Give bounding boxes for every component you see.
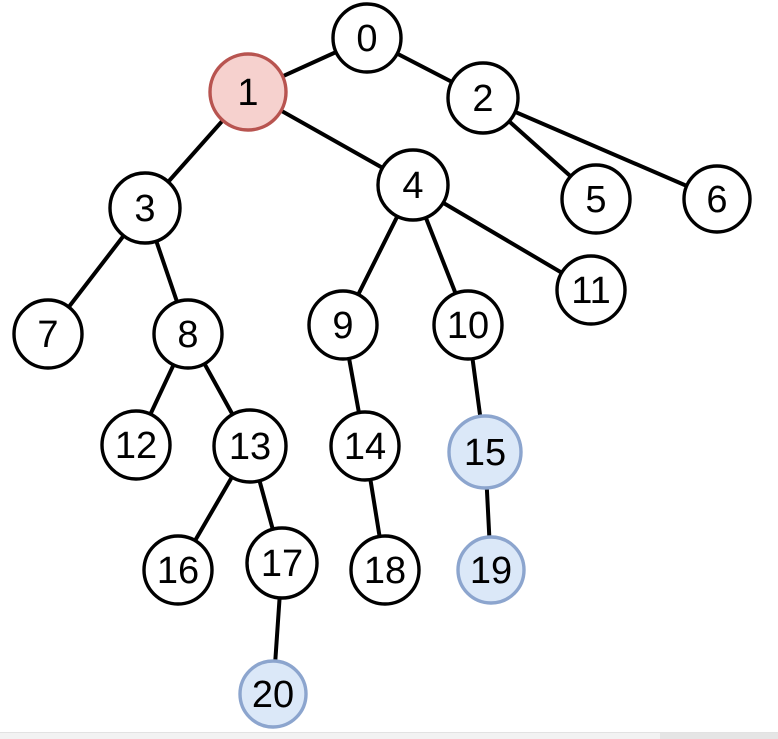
- tree-node-5[interactable]: 5: [560, 163, 632, 235]
- tree-node-label-2: 2: [472, 78, 493, 120]
- tree-node-circle-19[interactable]: [456, 535, 526, 605]
- tree-node-7[interactable]: 7: [12, 298, 84, 370]
- tree-node-label-8: 8: [177, 314, 198, 356]
- tree-node-label-3: 3: [134, 188, 155, 230]
- tree-node-circle-4[interactable]: [376, 148, 450, 222]
- tree-node-circle-20[interactable]: [238, 659, 308, 729]
- tree-node-label-12: 12: [115, 425, 157, 467]
- tree-node-16[interactable]: 16: [142, 534, 214, 606]
- tree-node-circle-12[interactable]: [100, 409, 172, 481]
- tree-node-circle-16[interactable]: [142, 534, 214, 606]
- tree-node-label-4: 4: [402, 165, 423, 207]
- tree-node-0[interactable]: 0: [331, 2, 403, 74]
- tree-node-label-7: 7: [37, 314, 58, 356]
- tree-node-label-20: 20: [252, 674, 294, 716]
- tree-node-label-10: 10: [447, 305, 489, 347]
- tree-node-label-17: 17: [261, 543, 303, 585]
- tree-node-label-6: 6: [706, 179, 727, 221]
- tree-node-circle-10[interactable]: [432, 289, 504, 361]
- tree-node-circle-7[interactable]: [12, 298, 84, 370]
- tree-node-15[interactable]: 15: [447, 414, 523, 490]
- tree-node-11[interactable]: 11: [555, 254, 627, 326]
- tree-node-2[interactable]: 2: [446, 61, 520, 135]
- tree-node-circle-14[interactable]: [329, 410, 401, 482]
- tree-node-20[interactable]: 20: [238, 659, 308, 729]
- tree-node-18[interactable]: 18: [349, 534, 421, 606]
- tree-node-17[interactable]: 17: [245, 526, 319, 600]
- tree-node-circle-13[interactable]: [212, 408, 288, 484]
- tree-node-label-0: 0: [356, 18, 377, 60]
- tree-node-19[interactable]: 19: [456, 535, 526, 605]
- tree-node-circle-5[interactable]: [560, 163, 632, 235]
- tree-node-label-9: 9: [332, 305, 353, 347]
- tree-node-13[interactable]: 13: [212, 408, 288, 484]
- tree-node-circle-1[interactable]: [208, 52, 288, 132]
- tree-node-circle-15[interactable]: [447, 414, 523, 490]
- horizontal-scrollbar[interactable]: [0, 732, 778, 739]
- tree-node-circle-17[interactable]: [245, 526, 319, 600]
- tree-node-circle-2[interactable]: [446, 61, 520, 135]
- tree-node-10[interactable]: 10: [432, 289, 504, 361]
- tree-node-label-16: 16: [157, 550, 199, 592]
- tree-node-label-14: 14: [344, 426, 386, 468]
- tree-node-label-13: 13: [229, 426, 271, 468]
- tree-node-6[interactable]: 6: [682, 164, 752, 234]
- tree-node-label-18: 18: [364, 550, 406, 592]
- tree-node-circle-0[interactable]: [331, 2, 403, 74]
- tree-node-circle-3[interactable]: [108, 171, 182, 245]
- tree-node-8[interactable]: 8: [152, 298, 224, 370]
- tree-node-9[interactable]: 9: [307, 289, 379, 361]
- tree-node-label-15: 15: [464, 432, 506, 474]
- tree-node-label-11: 11: [571, 270, 610, 312]
- tree-node-circle-8[interactable]: [152, 298, 224, 370]
- tree-node-circle-6[interactable]: [682, 164, 752, 234]
- horizontal-scrollbar-thumb[interactable]: [660, 733, 778, 739]
- tree-node-circle-9[interactable]: [307, 289, 379, 361]
- tree-node-label-1: 1: [237, 72, 258, 114]
- tree-node-circle-18[interactable]: [349, 534, 421, 606]
- tree-node-label-5: 5: [585, 179, 606, 221]
- tree-edge-2-6: [481, 96, 719, 201]
- tree-node-1[interactable]: 1: [208, 52, 288, 132]
- tree-node-4[interactable]: 4: [376, 148, 450, 222]
- tree-node-label-19: 19: [470, 550, 512, 592]
- tree-node-12[interactable]: 12: [100, 409, 172, 481]
- tree-node-14[interactable]: 14: [329, 410, 401, 482]
- tree-node-3[interactable]: 3: [108, 171, 182, 245]
- tree-node-circle-11[interactable]: [555, 254, 627, 326]
